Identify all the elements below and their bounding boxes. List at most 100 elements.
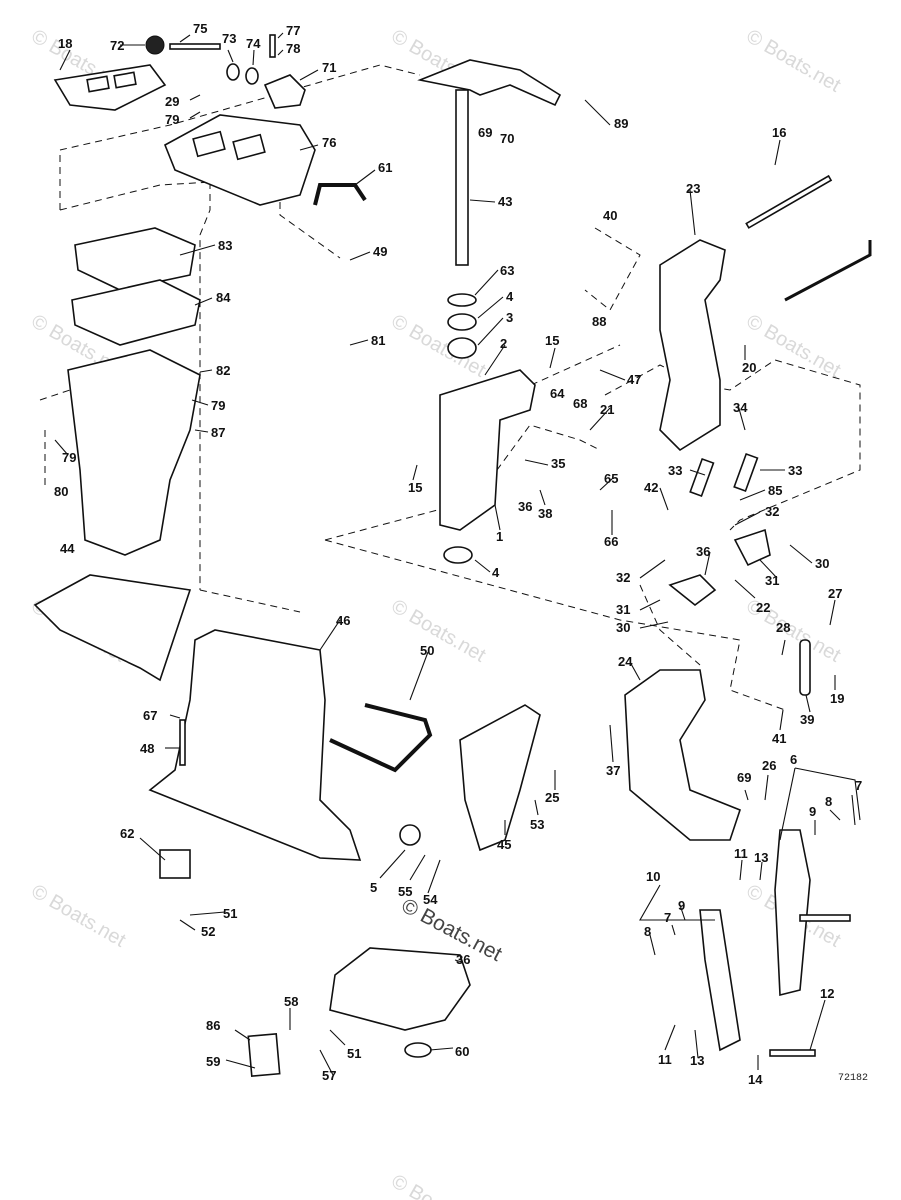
callout-23: 23 (686, 181, 700, 196)
callout-55: 55 (398, 884, 412, 899)
clamp-10 (699, 909, 741, 1052)
callout-74: 74 (246, 36, 261, 51)
callout-86: 86 (206, 1018, 220, 1033)
callout-85: 85 (768, 483, 782, 498)
callout-45: 45 (497, 837, 511, 852)
callout-84: 84 (216, 290, 231, 305)
gasket-18 (53, 64, 167, 111)
callout-33: 33 (788, 463, 802, 478)
callout-70: 70 (500, 131, 514, 146)
swivel-bracket-1 (439, 369, 536, 531)
callout-62: 62 (120, 826, 134, 841)
callout-59: 59 (206, 1054, 220, 1069)
callout-36: 36 (456, 952, 470, 967)
callout-51: 51 (347, 1046, 361, 1061)
callout-9: 9 (678, 898, 685, 913)
callout-61: 61 (378, 160, 392, 175)
callout-40: 40 (603, 208, 617, 223)
callout-13: 13 (690, 1053, 704, 1068)
callout-68: 68 (573, 396, 587, 411)
callout-36: 36 (518, 499, 532, 514)
callout-16: 16 (772, 125, 786, 140)
callout-36: 36 (696, 544, 710, 559)
midsection-46 (148, 629, 362, 861)
callout-65: 65 (604, 471, 618, 486)
callout-19: 19 (830, 691, 844, 706)
callout-39: 39 (800, 712, 814, 727)
callout-67: 67 (143, 708, 157, 723)
watermark: © Boats.net (743, 25, 845, 97)
watermark: © Boats.net (388, 1170, 490, 1200)
callout-4: 4 (506, 289, 514, 304)
callout-89: 89 (614, 116, 628, 131)
callout-8: 8 (644, 924, 651, 939)
callout-43: 43 (498, 194, 512, 209)
callout-34: 34 (733, 400, 748, 415)
callout-32: 32 (765, 504, 779, 519)
cover-36 (329, 947, 471, 1031)
watermark: © Boats.net (28, 880, 130, 952)
callout-79: 79 (211, 398, 225, 413)
callout-31: 31 (616, 602, 630, 617)
callout-78: 78 (286, 41, 300, 56)
callout-79: 79 (165, 112, 179, 127)
callout-79: 79 (62, 450, 76, 465)
callout-69: 69 (478, 125, 492, 140)
callout-8: 8 (825, 794, 832, 809)
watermark: © Boats.net (388, 595, 490, 667)
callout-37: 37 (606, 763, 620, 778)
callout-83: 83 (218, 238, 232, 253)
callout-5: 5 (370, 880, 377, 895)
callout-44: 44 (60, 541, 75, 556)
callout-58: 58 (284, 994, 298, 1009)
callout-49: 49 (373, 244, 387, 259)
callout-51: 51 (223, 906, 237, 921)
diagram-code: 72182 (838, 1073, 868, 1084)
callout-60: 60 (455, 1044, 469, 1059)
callout-87: 87 (211, 425, 225, 440)
callout-53: 53 (530, 817, 544, 832)
callout-52: 52 (201, 924, 215, 939)
callout-71: 71 (322, 60, 336, 75)
callout-4: 4 (492, 565, 500, 580)
callout-32: 32 (616, 570, 630, 585)
callout-48: 48 (140, 741, 154, 756)
callout-76: 76 (322, 135, 336, 150)
parts (33, 34, 872, 1078)
callout-9: 9 (809, 804, 816, 819)
callout-81: 81 (371, 333, 385, 348)
callout-26: 26 (762, 758, 776, 773)
callout-80: 80 (54, 484, 68, 499)
callout-47: 47 (627, 372, 641, 387)
exhaust-housing-82 (67, 349, 201, 556)
callout-28: 28 (776, 620, 790, 635)
callout-82: 82 (216, 363, 230, 378)
callout-22: 22 (756, 600, 770, 615)
callout-2: 2 (500, 336, 507, 351)
callout-7: 7 (664, 910, 671, 925)
callout-50: 50 (420, 643, 434, 658)
callout-33: 33 (668, 463, 682, 478)
callout-labels: 75 77 72 73 74 78 18 71 29 79 76 61 43 6… (54, 21, 862, 1087)
callout-12: 12 (820, 986, 834, 1001)
clamp-6 (774, 829, 811, 997)
callout-29: 29 (165, 94, 179, 109)
callout-73: 73 (222, 31, 236, 46)
callout-75: 75 (193, 21, 207, 36)
callout-35: 35 (551, 456, 565, 471)
callout-54: 54 (423, 892, 438, 907)
callout-1: 1 (496, 529, 503, 544)
callout-38: 38 (538, 506, 552, 521)
callout-15: 15 (545, 333, 559, 348)
callout-10: 10 (646, 869, 660, 884)
callout-42: 42 (644, 480, 658, 495)
callout-30: 30 (616, 620, 630, 635)
callout-30: 30 (815, 556, 829, 571)
callout-64: 64 (550, 386, 565, 401)
callout-24: 24 (618, 654, 633, 669)
callout-15: 15 (408, 480, 422, 495)
callout-11: 11 (734, 846, 748, 861)
callout-3: 3 (506, 310, 513, 325)
callout-13: 13 (754, 850, 768, 865)
